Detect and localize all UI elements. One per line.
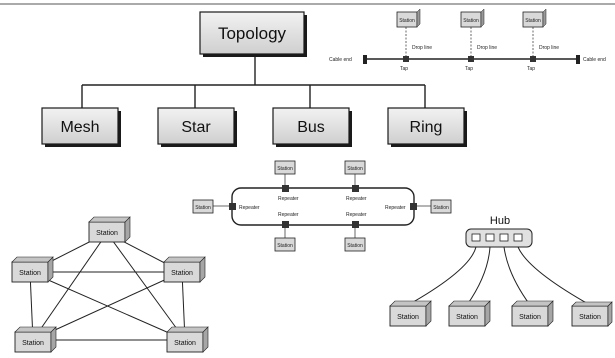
cable-end-right [576,55,580,64]
hub-label: Hub [490,215,510,227]
mesh-station-left: Station [11,256,54,283]
category-label-bus: Bus [297,119,325,136]
category-label-mesh: Mesh [60,119,99,136]
mesh-station-label-3: Station [171,270,193,277]
category-label-star: Star [181,119,211,136]
repeater-label-3: Repeater [239,205,260,211]
bus-station-1: Station [396,8,421,28]
repeater-label-1: Repeater [278,196,299,202]
bus-example: Cable end Cable end Tap Tap Tap Drop lin… [329,8,606,72]
ring-station-label-3: Station [195,205,211,211]
bus-station-label-1: Station [399,18,415,24]
mesh-station-label-4: Station [22,340,44,347]
repeater-2 [352,185,359,192]
root-label: Topology [218,24,287,43]
mesh-station-bottom-left: Station [14,326,57,353]
star-links [407,246,591,306]
tap-label-2: Tap [465,66,473,72]
mesh-links [29,232,186,341]
ring-station-label-6: Station [347,243,363,249]
mesh-station-top: Station [88,216,131,243]
repeater-4 [410,203,417,210]
ring-station-top-right: Station [344,160,366,175]
hub-icon [465,228,533,248]
tap-1 [403,56,409,62]
repeater-6 [352,221,359,228]
mesh-station-label-2: Station [19,270,41,277]
mesh-station-label-1: Station [96,230,118,237]
root-node: Topology [199,11,307,57]
ring-station-label-1: Station [277,166,293,172]
star-station-label-1: Station [397,314,419,321]
repeater-label-6: Repeater [346,212,367,218]
ring-station-bottom-left: Station [274,237,296,252]
ring-example: Repeater Repeater Repeater Repeater Repe… [192,160,452,252]
cable-end-label-right: Cable end [583,57,606,63]
drop-line-label-3: Drop line [539,45,559,51]
bus-station-label-3: Station [525,18,541,24]
hub-port-2 [485,233,495,242]
hub-port-1 [471,233,481,242]
ring-station-top-left: Station [274,160,296,175]
ring-station-left: Station [192,199,214,214]
repeater-label-5: Repeater [278,212,299,218]
repeater-label-2: Repeater [346,196,367,202]
cable-end-left [363,55,367,64]
repeater-5 [282,221,289,228]
bus-station-label-2: Station [463,18,479,24]
ring-station-label-5: Station [277,243,293,249]
ring-station-label-2: Station [347,166,363,172]
tap-label-1: Tap [400,66,408,72]
ring-station-bottom-right: Station [344,237,366,252]
star-station-label-3: Station [519,314,541,321]
star-station-1: Station [389,300,432,327]
tap-3 [530,56,536,62]
ring-station-label-4: Station [433,205,449,211]
star-station-label-2: Station [456,314,478,321]
category-mesh: Mesh [41,107,121,147]
mesh-example: Station Station Station Station Station [11,216,209,353]
category-bus: Bus [272,107,352,147]
repeater-3 [229,203,236,210]
tree-connectors [81,57,426,108]
drop-line-label-1: Drop line [412,45,432,51]
tap-label-3: Tap [527,66,535,72]
mesh-station-label-5: Station [174,340,196,347]
star-example: Hub Station Station Station [389,215,613,327]
bus-station-2: Station [460,8,485,28]
hub-port-3 [499,233,509,242]
mesh-station-right: Station [163,256,206,283]
tap-2 [468,56,474,62]
category-star: Star [157,107,237,147]
star-station-2: Station [448,300,491,327]
repeater-label-4: Repeater [385,205,406,211]
star-station-label-4: Station [579,314,601,321]
ring-station-right: Station [430,199,452,214]
category-label-ring: Ring [410,119,443,136]
repeater-1 [282,185,289,192]
hub-port-4 [513,233,523,242]
star-station-3: Station [511,300,554,327]
star-station-4: Station [571,301,613,327]
drop-line-label-2: Drop line [477,45,497,51]
cable-end-label-left: Cable end [329,57,352,63]
bus-station-3: Station [522,8,547,28]
category-ring: Ring [387,107,467,147]
mesh-station-bottom-right: Station [166,326,209,353]
